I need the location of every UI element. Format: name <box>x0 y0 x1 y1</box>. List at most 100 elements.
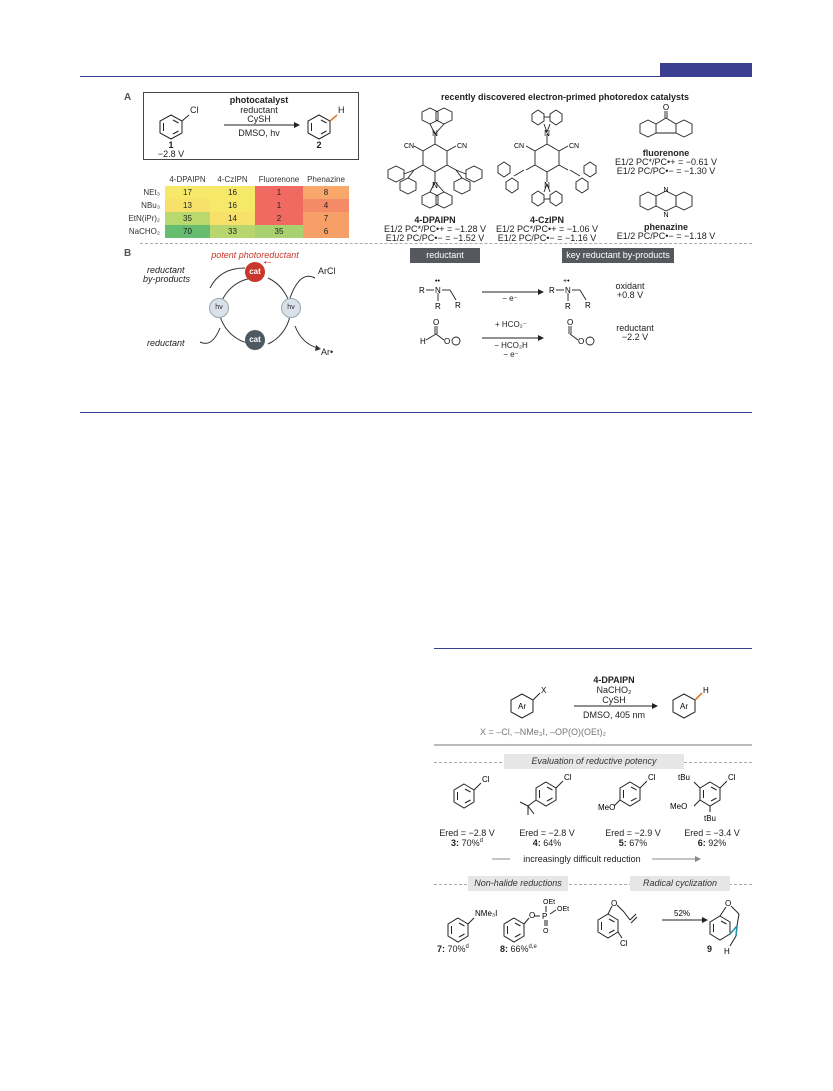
amine-r2: R <box>435 302 441 311</box>
compound-7-yield: 7: 70%d <box>437 944 469 954</box>
radcation-r1: R <box>549 286 555 295</box>
p9-o: O <box>725 899 731 908</box>
compound-6-ered: Ered = −3.4 V <box>684 828 740 838</box>
table-cell: 6 <box>303 225 349 238</box>
compound-4-yield: 4: 64% <box>512 838 582 848</box>
amine-arrow-label: − e⁻ <box>502 294 518 303</box>
row-header: NaCHO₂ <box>128 227 160 236</box>
scheme-cysh: CySH <box>602 695 626 705</box>
dpaipn-n-bottom: N <box>432 181 438 190</box>
cmpd-number: 6: <box>697 838 706 848</box>
yield-table: 4-DPAIPN 4-CzIPN Fluorenone Phenazine NE… <box>118 172 349 238</box>
s4-cl: Cl <box>564 773 572 782</box>
czipn-n-bottom: N <box>544 181 550 190</box>
fluorenone-structure: O <box>639 103 693 138</box>
cysh-label: CySH <box>247 114 271 124</box>
cmpd-yield: 64% <box>543 838 562 848</box>
s5-meo: MeO <box>598 803 615 812</box>
s6-meo: MeO <box>670 802 687 811</box>
table-cell: 17 <box>165 186 210 199</box>
amine-r3: R <box>455 301 461 310</box>
compound-6-yield: 6: 92% <box>677 838 747 848</box>
cmpd-number: 3: <box>451 838 460 848</box>
phenazine-n-top: N <box>663 187 668 194</box>
halide-substrates: Cl Cl Cl MeO Cl tBu MeO tBu <box>453 773 736 823</box>
compound-5-ered: Ered = −2.9 V <box>605 828 661 838</box>
s5-cl: Cl <box>648 773 656 782</box>
table-cell: 16 <box>210 186 255 199</box>
amine-lone-pair: •• <box>435 278 440 285</box>
formate-bot-label-2: − e⁻ <box>503 350 519 359</box>
p9-h: H <box>724 947 730 956</box>
panel-divider <box>140 243 752 244</box>
fluorenone-name: fluorenone <box>642 148 690 158</box>
s8-o-bottom: O <box>543 928 549 935</box>
cmpd-number: 5: <box>618 838 627 848</box>
table-cell: 35 <box>255 225 303 238</box>
table-cell: 70 <box>165 225 210 238</box>
compound-3-yield: 3: 70%d <box>432 838 502 848</box>
section2-dash <box>434 884 752 885</box>
dpaipn-cn-right: CN <box>457 143 467 150</box>
radcation-charge: +• <box>563 278 570 285</box>
trend-label: increasingly difficult reduction <box>512 854 652 864</box>
compound-5-yield: 5: 67% <box>598 838 668 848</box>
czipn-cn-right: CN <box>569 143 579 150</box>
s8-oet-top: OEt <box>543 899 555 906</box>
scheme-reductant: NaCHO₂ <box>596 685 632 695</box>
row-header: NBu₃ <box>141 201 160 210</box>
compound-9-label: 9 <box>707 944 713 954</box>
radcation-n: N <box>565 286 571 295</box>
phenazine-name: phenazine <box>643 222 688 232</box>
table-row: NaCHO₂ 70 33 35 6 <box>118 225 349 238</box>
table-cell: 1 <box>255 199 303 212</box>
s6-tbu-top: tBu <box>678 773 690 782</box>
hv-left: hν <box>209 298 229 318</box>
product-ar: Ar <box>680 702 688 711</box>
cmpd-footnote: d,e <box>528 944 537 950</box>
co2-o-top: O <box>567 318 573 327</box>
product-h-label: H <box>338 105 345 115</box>
cmpd-footnote: d <box>465 944 469 950</box>
dpaipn-cn-left: CN <box>404 143 414 150</box>
czipn-n-top: N <box>544 129 550 138</box>
fluorenone-o: O <box>663 103 669 112</box>
col-header: 4-DPAIPN <box>169 174 206 184</box>
s6-cl: Cl <box>728 773 736 782</box>
compound-1-potential: −2.8 V <box>157 149 185 159</box>
cmpd-footnote: d <box>479 838 483 844</box>
header-tab <box>660 63 752 76</box>
byproducts-line2: by-products <box>143 274 191 284</box>
amine-n: N <box>435 286 441 295</box>
compound-1-label: 1 <box>168 140 174 150</box>
radcation-r3: R <box>585 301 591 310</box>
cmpd-number: 4: <box>532 838 541 848</box>
s9-ether-o: O <box>611 899 617 908</box>
dpaipn-n-top: N <box>432 129 438 138</box>
table-cell: 8 <box>303 186 349 199</box>
table-row: EtN(iPr)₂ 35 14 2 7 <box>118 212 349 225</box>
phenazine-structure: N N <box>639 187 693 219</box>
amine-note-2: +0.8 V <box>616 290 644 300</box>
cmpd-number: 8: <box>500 944 509 954</box>
fluorenone-e1: E1/2 PC*/PC•+ = −0.61 V <box>615 157 717 167</box>
product-h: H <box>703 686 709 695</box>
fluorenone-e2: E1/2 PC/PC•− = −1.30 V <box>616 166 716 176</box>
x-definition: X = –Cl, –NMe₃I, –OP(O)(OEt)₂ <box>480 727 606 737</box>
tag-byproducts: key reductant by-products <box>562 248 674 263</box>
trend-arrow <box>492 856 701 862</box>
cat-radical-anion: cat <box>245 262 265 282</box>
cyclization-yield: 52% <box>674 909 690 918</box>
formate-o: O <box>444 337 450 346</box>
scheme-conditions: DMSO, 405 nm <box>582 710 646 720</box>
section-radical-cyclization: Radical cyclization <box>630 876 730 891</box>
table-cell: 1 <box>255 186 303 199</box>
top-rule <box>80 76 752 77</box>
aryl-ar: Ar <box>518 702 526 711</box>
figure-bottom-rule <box>80 412 752 413</box>
table-cell: 7 <box>303 212 349 225</box>
hv-right: hν <box>281 298 301 318</box>
section-reductive-potency: Evaluation of reductive potency <box>504 754 684 769</box>
compound-8-yield: 8: 66%d,e <box>500 944 537 954</box>
cmpd-number: 7: <box>437 944 446 954</box>
